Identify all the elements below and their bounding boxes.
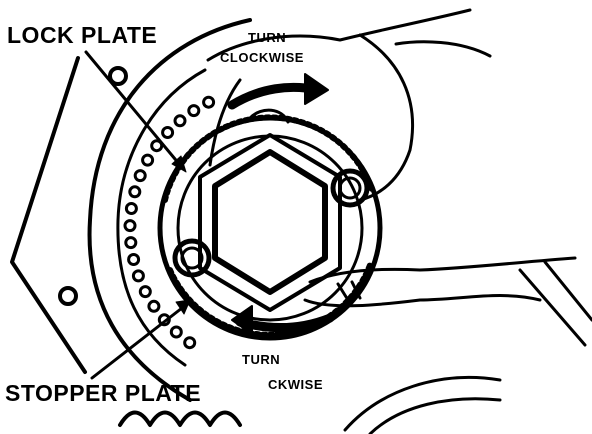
lower-wheel-arc-2 bbox=[368, 397, 502, 434]
turn-clockwise-top-line1: TURN bbox=[248, 30, 287, 45]
right-rail bbox=[518, 260, 592, 347]
gear-tooth bbox=[127, 253, 141, 266]
lock-plate-hole-lower bbox=[58, 286, 78, 306]
outer-housing-arc bbox=[87, 18, 252, 402]
stopper-plate-leader-head bbox=[175, 299, 191, 315]
spring-ring-lower bbox=[167, 262, 373, 338]
gear-tooth bbox=[173, 114, 187, 128]
gear-tooth bbox=[187, 104, 201, 118]
roller-right-inner bbox=[338, 176, 362, 200]
hand-bottom bbox=[303, 256, 577, 308]
turn-clockwise-bottom-line2: CKWISE bbox=[268, 377, 323, 392]
lock-plate-outline bbox=[10, 56, 87, 374]
gear-tooth bbox=[157, 313, 171, 327]
stopper-plate-leader bbox=[90, 306, 184, 380]
roller-left bbox=[172, 238, 212, 278]
hex-hub-outer bbox=[198, 133, 342, 312]
gear-tooth bbox=[169, 325, 183, 339]
gear-tooth bbox=[147, 299, 161, 313]
hex-hub bbox=[212, 149, 328, 295]
lock-plate-leader bbox=[84, 50, 182, 167]
gear-tooth bbox=[141, 153, 155, 167]
arrow-head-bottom bbox=[231, 305, 253, 335]
lock-plate-leader-head bbox=[171, 155, 187, 173]
hand-top bbox=[206, 8, 472, 202]
gear-tooth bbox=[124, 236, 138, 250]
gear-tooth bbox=[183, 336, 197, 350]
hand-top-knuckles bbox=[248, 40, 492, 124]
gear-tooth bbox=[123, 219, 137, 233]
arrow-head-top bbox=[304, 73, 329, 105]
gear-tooth bbox=[202, 95, 216, 109]
lock-plate-label: LOCK PLATE bbox=[7, 22, 158, 48]
gear-tooth bbox=[138, 285, 152, 299]
gear-tooth bbox=[131, 269, 145, 283]
stopper-plate-label: STOPPER PLATE bbox=[5, 380, 202, 406]
turn-clockwise-bottom-line1: TURN bbox=[242, 352, 281, 367]
gear-tooth bbox=[124, 202, 138, 215]
gear-tooth bbox=[161, 126, 175, 139]
gear-tooth bbox=[133, 169, 147, 183]
roller-right bbox=[330, 168, 370, 208]
bottom-scallops bbox=[118, 410, 242, 427]
gear-tooth bbox=[150, 139, 164, 153]
turn-clockwise-top-line2: CLOCKWISE bbox=[220, 50, 304, 65]
hand-bottom-knuckles bbox=[336, 280, 362, 302]
roller-left-inner bbox=[180, 246, 204, 270]
gear-teeth bbox=[123, 95, 216, 350]
lock-plate-hole-upper bbox=[108, 66, 128, 86]
lower-wheel-arc-1 bbox=[343, 376, 502, 432]
gear-tooth bbox=[128, 185, 142, 199]
